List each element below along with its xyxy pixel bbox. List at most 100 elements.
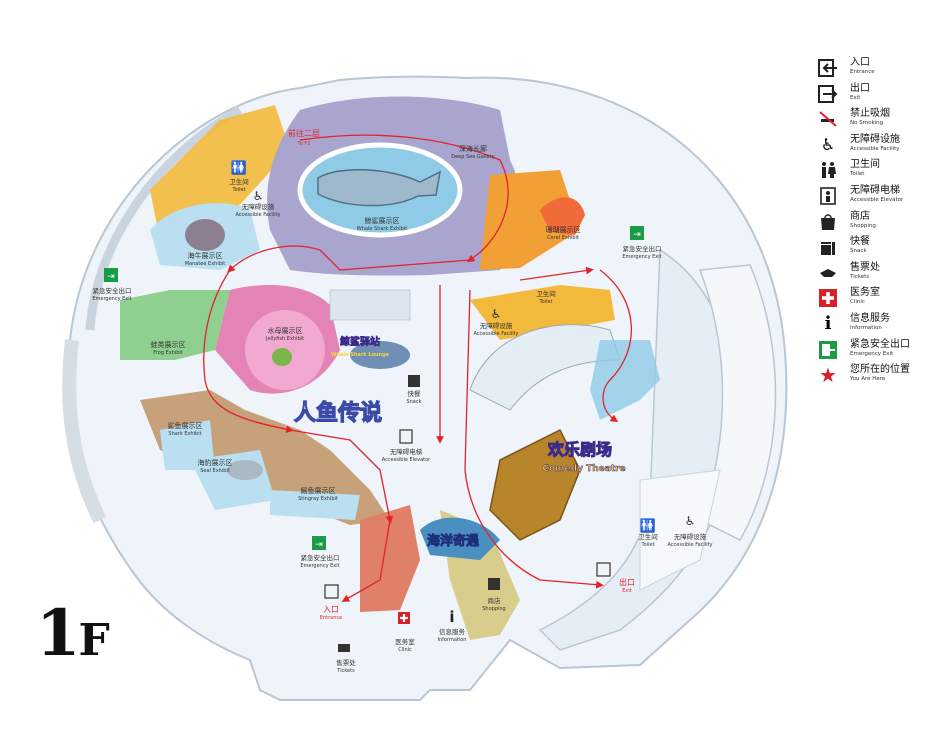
- whale-shark-lounge-logo: 鲸鲨驿站: [340, 335, 380, 348]
- whale-shark-en: Whale Shark Exhibit: [357, 226, 407, 232]
- shark-en: Shark Exhibit: [168, 431, 201, 437]
- deep-sea-label: 深海长廊: [459, 144, 487, 153]
- whale-shark-lounge-en: Whale Shark Lounge: [331, 352, 390, 358]
- svg-text:卫生间: 卫生间: [229, 177, 249, 186]
- svg-text:卫生间: 卫生间: [536, 289, 556, 298]
- to-f2-en: To F2: [297, 141, 311, 147]
- svg-text:Toilet: Toilet: [640, 542, 654, 548]
- svg-text:入口: 入口: [323, 605, 339, 614]
- entrance-icon: [816, 58, 840, 78]
- svg-text:医务室: 医务室: [395, 637, 415, 646]
- shark-label: 鲨鱼展示区: [168, 421, 203, 430]
- svg-text:Accessible Elevator: Accessible Elevator: [382, 457, 431, 463]
- svg-text:Information: Information: [438, 637, 467, 643]
- shopping-icon: [816, 212, 840, 232]
- svg-text:出口: 出口: [619, 577, 635, 587]
- svg-text:⇥: ⇥: [107, 272, 115, 282]
- no-smoking-icon: [816, 109, 840, 129]
- coral-en: Coral Exhibit: [547, 235, 579, 241]
- svg-text:Snack: Snack: [406, 399, 421, 405]
- svg-text:无障碍设施: 无障碍设施: [674, 532, 707, 541]
- svg-text:Emergency Exit: Emergency Exit: [92, 296, 131, 302]
- svg-text:Emergency Exit: Emergency Exit: [300, 563, 339, 569]
- map-toilet-right: 🚻 卫生间 Toilet: [638, 518, 658, 548]
- map-accessible-right: ♿ 无障碍设施 Accessible Facility: [667, 514, 712, 548]
- svg-text:Toilet: Toilet: [231, 187, 245, 193]
- map-entrance: 入口 Entrance: [320, 584, 342, 621]
- seal-en: Seal Exhibit: [200, 468, 230, 474]
- svg-text:♿: ♿: [685, 514, 696, 528]
- exit-icon: [816, 84, 840, 104]
- svg-text:快餐: 快餐: [408, 389, 422, 398]
- manatee-en: Manatee Exhibit: [185, 261, 226, 267]
- svg-text:信息服务: 信息服务: [439, 627, 466, 636]
- floor-number: 1F: [36, 596, 110, 671]
- svg-text:商店: 商店: [488, 596, 502, 605]
- map-emergency-top-right: ⇥ 紧急安全出口 Emergency Exit: [622, 226, 662, 260]
- map-elevator: 无障碍电梯 Accessible Elevator: [382, 429, 431, 463]
- sea-kingdom-logo: 海洋奇遇: [427, 533, 479, 549]
- svg-text:♿: ♿: [491, 307, 502, 321]
- svg-text:紧急安全出口: 紧急安全出口: [623, 244, 662, 253]
- svg-text:⇥: ⇥: [315, 540, 323, 550]
- accessible-icon: ♿: [820, 135, 836, 155]
- information-icon: i: [824, 313, 832, 335]
- map-shopping: 商店 Shopping: [482, 578, 506, 612]
- deep-sea-en: Deep Sea Gallery: [451, 154, 495, 160]
- emergency-exit-icon: [816, 340, 840, 360]
- svg-text:Accessible Facility: Accessible Facility: [667, 542, 712, 548]
- snack-icon: [816, 237, 840, 257]
- svg-text:无障碍电梯: 无障碍电梯: [390, 447, 423, 456]
- coral-label: 珊瑚展示区: [546, 225, 581, 234]
- svg-text:⇥: ⇥: [633, 230, 641, 240]
- map-accessible-top: ♿ 无障碍设施 Accessible Facility: [235, 189, 280, 218]
- map-tickets: 售票处 Tickets: [336, 644, 356, 674]
- svg-text:Accessible Facility: Accessible Facility: [473, 331, 518, 337]
- svg-text:Shopping: Shopping: [482, 606, 505, 612]
- stingray-label: 鳐鱼展示区: [301, 486, 336, 495]
- svg-text:Accessible Facility: Accessible Facility: [235, 212, 280, 218]
- frog-en: Frog Exhibit: [153, 350, 183, 356]
- map-clinic: 医务室 Clinic: [395, 612, 415, 653]
- mermaid-legend-logo: 人鱼传说: [294, 400, 382, 426]
- svg-text:Emergency Exit: Emergency Exit: [622, 254, 661, 260]
- map-emergency-bottom: ⇥ 紧急安全出口 Emergency Exit: [300, 536, 340, 569]
- toilet-icon: [816, 160, 840, 180]
- comedy-theatre-en-logo: Comedy Theatre: [542, 464, 625, 474]
- tickets-icon: [816, 263, 840, 283]
- map-snack: 快餐 Snack: [406, 375, 422, 405]
- clinic-icon: [816, 288, 840, 308]
- map-toilet-top: 🚻 卫生间 Toilet: [229, 160, 249, 193]
- svg-text:售票处: 售票处: [336, 658, 356, 667]
- svg-text:Clinic: Clinic: [398, 647, 412, 653]
- map-accessible-mid: ♿ 无障碍设施 Accessible Facility: [473, 307, 518, 337]
- comedy-theatre-logo: 欢乐剧场: [547, 440, 612, 459]
- svg-text:紧急安全出口: 紧急安全出口: [301, 553, 340, 562]
- svg-text:卫生间: 卫生间: [638, 532, 658, 541]
- svg-text:Entrance: Entrance: [320, 615, 342, 621]
- svg-text:Tickets: Tickets: [336, 668, 355, 674]
- svg-text:Toilet: Toilet: [538, 299, 552, 305]
- svg-text:i: i: [449, 608, 454, 626]
- svg-text:Exit: Exit: [622, 588, 632, 594]
- svg-text:🚻: 🚻: [231, 160, 247, 176]
- seal-label: 海豹展示区: [198, 458, 233, 467]
- map-information: i 信息服务 Information: [438, 608, 467, 643]
- to-f2-label: 前往二层: [288, 128, 320, 138]
- map-exit: 出口 Exit: [596, 562, 635, 594]
- svg-text:无障碍设施: 无障碍设施: [480, 321, 513, 330]
- svg-text:♿: ♿: [253, 189, 264, 203]
